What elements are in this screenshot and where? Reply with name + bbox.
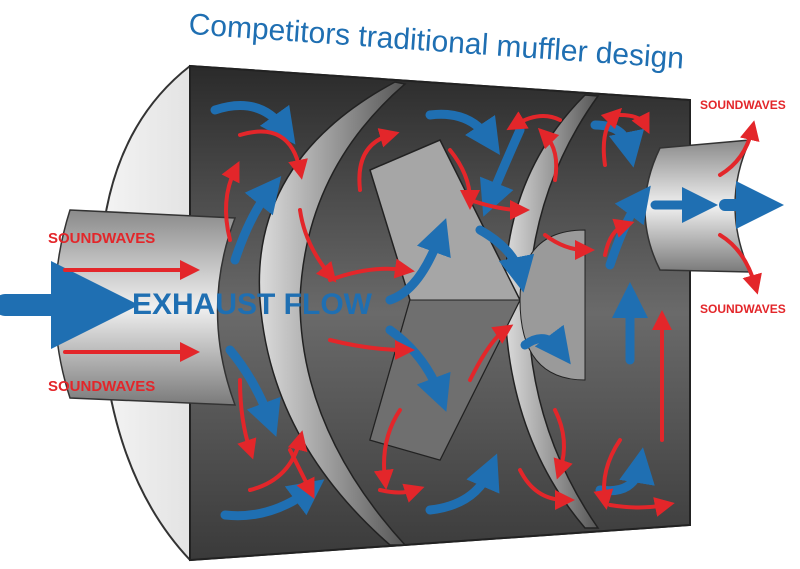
soundwave-outlet-arrow-bottom <box>718 233 762 295</box>
soundwave-outlet-arrow-top <box>718 120 760 177</box>
exhaust-flow-arrows <box>0 101 784 521</box>
soundwaves-label-outlet-top: SOUNDWAVES <box>700 98 786 112</box>
soundwaves-label-inlet-bottom: SOUNDWAVES <box>48 378 156 395</box>
soundwaves-label-inlet-top: SOUNDWAVES <box>48 230 156 247</box>
soundwaves-label-outlet-bottom: SOUNDWAVES <box>700 302 786 316</box>
soundwave-arrows <box>63 107 762 517</box>
exhaust-flow-label: EXHAUST FLOW <box>132 288 372 321</box>
